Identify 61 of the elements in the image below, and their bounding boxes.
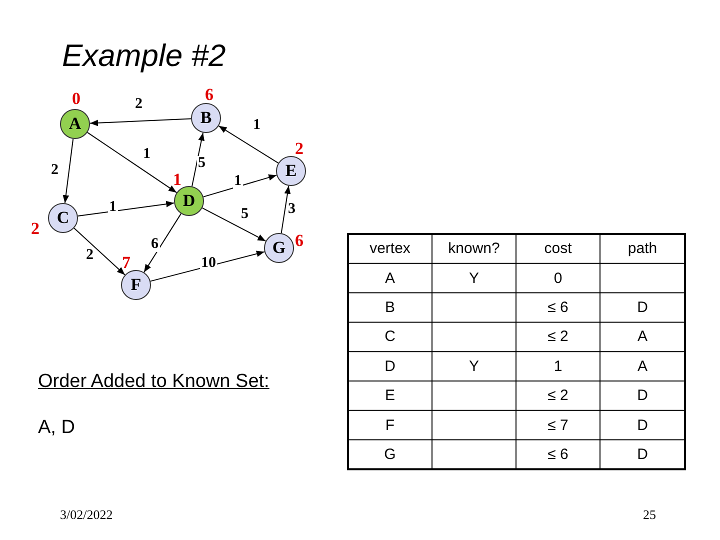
table-value: ≤ 2 (546, 386, 570, 406)
table-value: Y (468, 268, 480, 288)
distance-label: 6 (295, 232, 304, 249)
table-value: D (636, 416, 649, 435)
vertex-circle: G (264, 233, 294, 263)
table-value: E (384, 386, 396, 406)
vertex-circle: E (276, 156, 306, 186)
vertex-circle: B (191, 103, 221, 133)
slide-title: Example #2 (62, 40, 226, 71)
arrow (77, 200, 175, 216)
table-value: C (384, 327, 396, 347)
table-value: B (384, 298, 396, 318)
table-header: cost (543, 239, 573, 258)
table-value: ≤ 7 (546, 416, 570, 435)
table-value: A (636, 356, 648, 376)
arrow (90, 118, 192, 126)
edge-label: 10 (200, 256, 217, 271)
arrow (144, 213, 182, 273)
table-header: path (626, 239, 658, 258)
distance-label: 6 (205, 86, 214, 103)
order-list: A, D (38, 418, 75, 439)
edge-label: 6 (150, 237, 160, 252)
table-value: ≤ 6 (546, 298, 570, 318)
table-value: D (636, 444, 649, 464)
table-value: D (636, 386, 649, 406)
table-value: G (383, 444, 397, 464)
arrow (280, 185, 291, 234)
vertex-circle: D (174, 186, 204, 216)
table-value: 1 (552, 356, 564, 376)
table-header: known? (447, 239, 501, 258)
arrow (74, 228, 126, 276)
vertex-circle: A (60, 109, 90, 139)
table-value: A (384, 268, 396, 288)
distance-label: 1 (173, 171, 182, 188)
edge-label: 1 (233, 174, 242, 189)
arrow (86, 132, 178, 194)
table-value: F (384, 416, 396, 435)
arrow (202, 174, 278, 198)
arrow (150, 250, 265, 282)
arrow (218, 125, 279, 164)
vertex-circle: C (48, 203, 78, 233)
table-value: Y (468, 356, 480, 376)
page-number: 25 (643, 508, 656, 522)
date-footer: 3/02/2022 (60, 508, 113, 522)
arrow (202, 207, 266, 242)
table-header: vertex (368, 239, 412, 258)
distance-label: 2 (31, 220, 40, 237)
distance-label: 2 (295, 140, 304, 157)
table-value: D (384, 356, 396, 376)
arrow (62, 138, 74, 204)
edge-label: 1 (108, 200, 118, 215)
vertex-circle: F (121, 270, 151, 300)
distance-label: 0 (72, 90, 80, 107)
arrow (192, 132, 205, 187)
table-value: 0 (552, 268, 564, 288)
table-value: ≤ 2 (546, 327, 570, 347)
distance-label: 7 (122, 254, 130, 271)
table-value: ≤ 6 (546, 444, 570, 464)
table-value: A (636, 327, 648, 347)
table-value: D (636, 298, 649, 318)
list-heading: Order Added to Known Set: (38, 372, 270, 393)
